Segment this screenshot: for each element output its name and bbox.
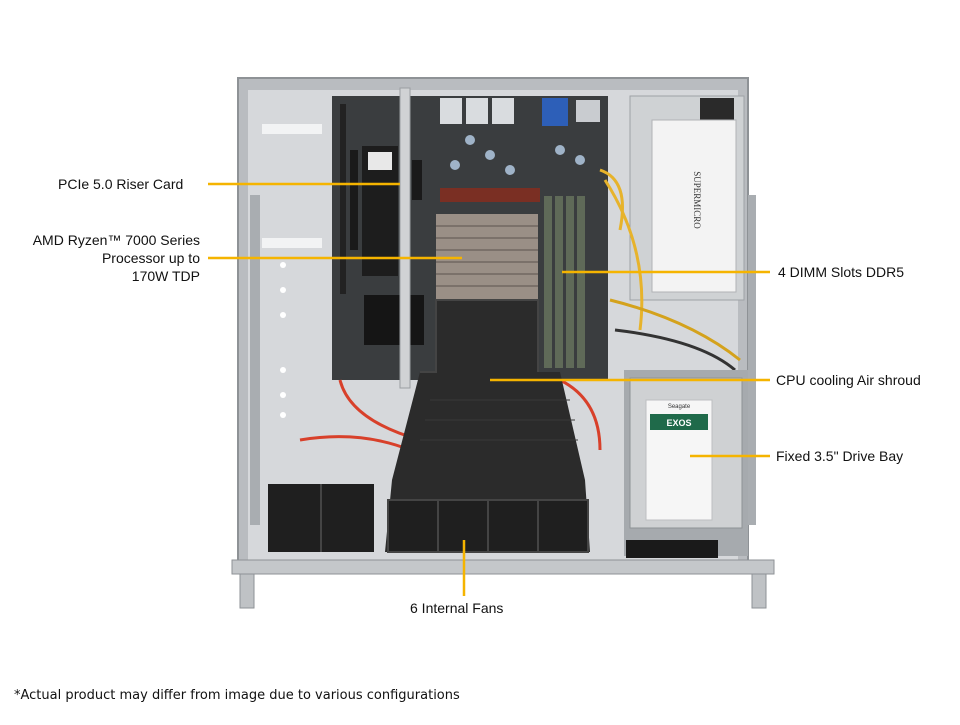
power-supply: SUPERMICRO bbox=[629, 95, 745, 301]
drive-brand-text: EXOS bbox=[666, 418, 691, 428]
callout-cpu-line-1: AMD Ryzen™ 7000 Series bbox=[32, 232, 200, 248]
callout-air-shroud: CPU cooling Air shroud bbox=[776, 372, 921, 388]
psu-brand-text: SUPERMICRO bbox=[692, 171, 702, 229]
riser-card bbox=[362, 87, 411, 389]
leader-lines bbox=[208, 182, 770, 596]
cables bbox=[299, 168, 741, 452]
callout-riser-card: PCIe 5.0 Riser Card bbox=[58, 176, 184, 192]
air-shroud bbox=[385, 299, 590, 552]
footnote: *Actual product may differ from image du… bbox=[14, 688, 460, 703]
drive-maker-text: Seagate bbox=[668, 404, 691, 410]
drive-bay: Seagate EXOS bbox=[624, 370, 748, 558]
callout-cpu-line-2: Processor up to bbox=[101, 250, 200, 266]
callout-cpu-line-3: 170W TDP bbox=[131, 268, 200, 284]
callout-internal-fans: 6 Internal Fans bbox=[410, 600, 504, 616]
internal-fans bbox=[268, 484, 589, 553]
callout-dimm-slots: 4 DIMM Slots DDR5 bbox=[778, 264, 905, 280]
callout-drive-bay: Fixed 3.5" Drive Bay bbox=[776, 448, 904, 464]
